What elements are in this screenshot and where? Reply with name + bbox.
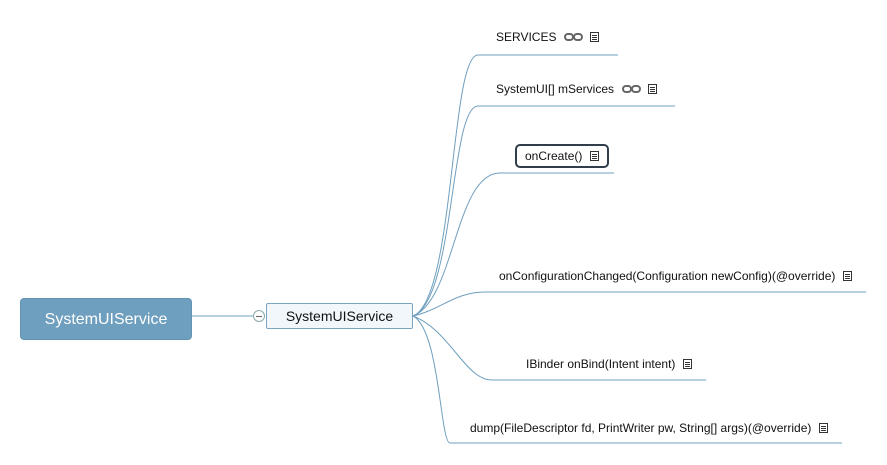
topic-onconfigurationchanged[interactable]: onConfigurationChanged(Configuration new…	[499, 266, 853, 286]
topic-label: onCreate()	[525, 149, 583, 163]
topic-label: SERVICES	[496, 30, 557, 44]
note-icon[interactable]	[683, 359, 693, 369]
branch-onbind	[412, 315, 706, 381]
link-icon[interactable]	[564, 32, 584, 42]
topic-mservices[interactable]: SystemUI[] mServices	[496, 79, 658, 99]
branch-onconfig	[412, 291, 866, 317]
topic-label: IBinder onBind(Intent intent)	[526, 357, 676, 371]
topic-oncreate[interactable]: onCreate()	[515, 144, 610, 168]
note-icon[interactable]	[648, 84, 658, 94]
note-icon[interactable]	[590, 151, 600, 161]
topic-label: onConfigurationChanged(Configuration new…	[499, 269, 836, 283]
collapse-toggle-icon[interactable]	[253, 310, 265, 322]
root-topic-label: SystemUIService	[44, 311, 168, 328]
note-icon[interactable]	[590, 32, 600, 42]
branch-oncreate	[412, 172, 614, 317]
topic-dump[interactable]: dump(FileDescriptor fd, PrintWriter pw, …	[470, 418, 829, 438]
main-topic[interactable]: SystemUIService	[266, 303, 413, 329]
branch-mservices	[412, 105, 675, 317]
topic-services[interactable]: SERVICES	[496, 27, 600, 47]
note-icon[interactable]	[843, 271, 853, 281]
link-icon[interactable]	[622, 84, 642, 94]
topic-label: SystemUI[] mServices	[496, 82, 615, 96]
main-topic-label: SystemUIService	[285, 308, 394, 324]
note-icon[interactable]	[819, 423, 829, 433]
topic-label: dump(FileDescriptor fd, PrintWriter pw, …	[470, 421, 812, 435]
branch-dump	[412, 315, 842, 444]
branch-services	[412, 54, 618, 317]
topic-onbind[interactable]: IBinder onBind(Intent intent)	[526, 354, 693, 374]
root-topic[interactable]: SystemUIService	[20, 298, 192, 340]
